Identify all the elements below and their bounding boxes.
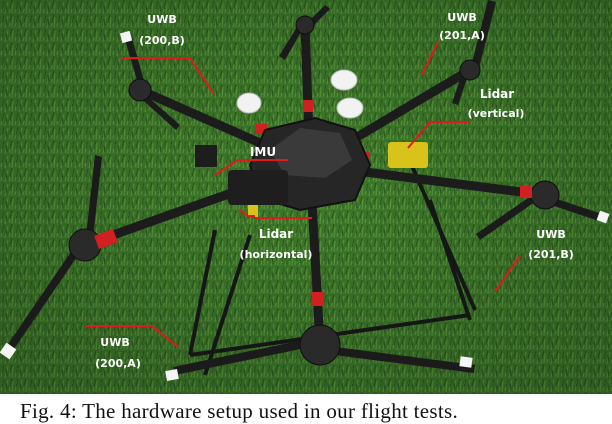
lidar-vertical-label: Lidar (vertical)	[468, 87, 525, 120]
lidar-horizontal-label: Lidar (horizontal)	[240, 227, 313, 261]
uwb-200a-label: UWB (200,A)	[95, 336, 141, 370]
svg-text:(horizontal): (horizontal)	[240, 248, 313, 261]
propellers	[0, 0, 610, 381]
svg-text:(200,B): (200,B)	[139, 34, 185, 47]
motor-mounts	[94, 100, 532, 306]
figure-caption: Fig. 4: The hardware setup used in our f…	[20, 399, 459, 423]
uwb-200b-label: UWB (200,B)	[139, 13, 185, 47]
svg-text:Lidar: Lidar	[480, 87, 514, 101]
uwb-201a-label: UWB (201,A)	[439, 11, 485, 42]
uwb-201b-label: UWB (201,B)	[528, 228, 574, 261]
svg-text:Lidar: Lidar	[259, 227, 293, 241]
pointer-lines	[86, 41, 521, 348]
svg-text:(201,A): (201,A)	[439, 29, 485, 42]
svg-text:(200,A): (200,A)	[95, 357, 141, 370]
imu-label: IMU	[250, 145, 276, 159]
svg-text:UWB: UWB	[447, 11, 476, 24]
svg-text:(201,B): (201,B)	[528, 248, 574, 261]
svg-text:UWB: UWB	[100, 336, 129, 349]
gps-antennas	[236, 69, 364, 119]
svg-text:IMU: IMU	[250, 145, 276, 159]
svg-text:(vertical): (vertical)	[468, 107, 525, 120]
drone-photo: UWB (200,B) UWB (201,A) Lidar (vertical)…	[0, 0, 612, 394]
svg-text:UWB: UWB	[147, 13, 176, 26]
svg-text:UWB: UWB	[536, 228, 565, 241]
drone-body	[195, 116, 428, 217]
motors	[68, 15, 560, 366]
